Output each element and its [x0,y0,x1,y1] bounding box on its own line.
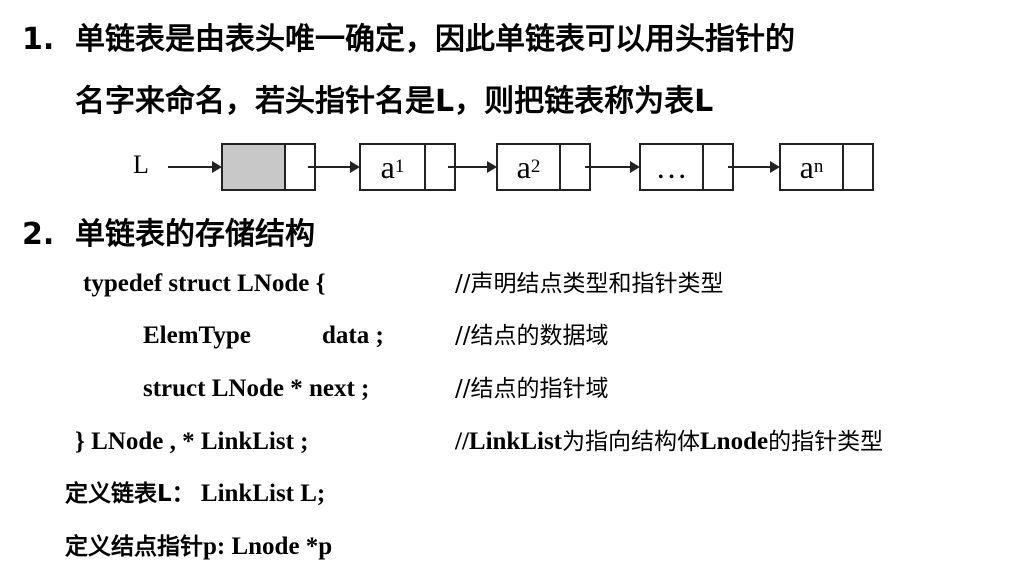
list-node: … [639,143,734,191]
arrow [168,161,222,173]
code-line-2-field: data ; [322,322,384,349]
arrow [448,161,497,173]
code-line-2-type: ElemType [143,322,251,349]
arrow [308,161,360,173]
code-line-4: } LNode , * LinkList ; [75,428,309,455]
point-1-line-2: 名字来命名，若头指针名是L，则把链表称为表L [75,84,714,119]
point-1-line-1: 单链表是由表头唯一确定，因此单链表可以用头指针的 [75,22,795,57]
define-list-line: 定义链表L： LinkList L; [65,480,326,507]
code-comment-3: //结点的指针域 [455,376,609,402]
point-2-number: 2. [22,217,55,252]
point-2-title: 单链表的存储结构 [75,217,315,252]
head-pointer-label: L [133,150,149,179]
define-pointer-line: 定义结点指针p: Lnode *p [65,533,333,560]
code-comment-4: //LinkList为指向结构体Lnode的指针类型 [455,428,884,455]
code-line-3: struct LNode * next ; [143,375,370,402]
point-1-number: 1. [22,22,55,57]
code-comment-2: //结点的数据域 [455,323,609,349]
arrow [728,161,780,173]
code-comment-1: //声明结点类型和指针类型 [455,271,724,297]
arrow [585,161,640,173]
code-line-1: typedef struct LNode { [83,270,326,297]
head-node [221,143,316,191]
